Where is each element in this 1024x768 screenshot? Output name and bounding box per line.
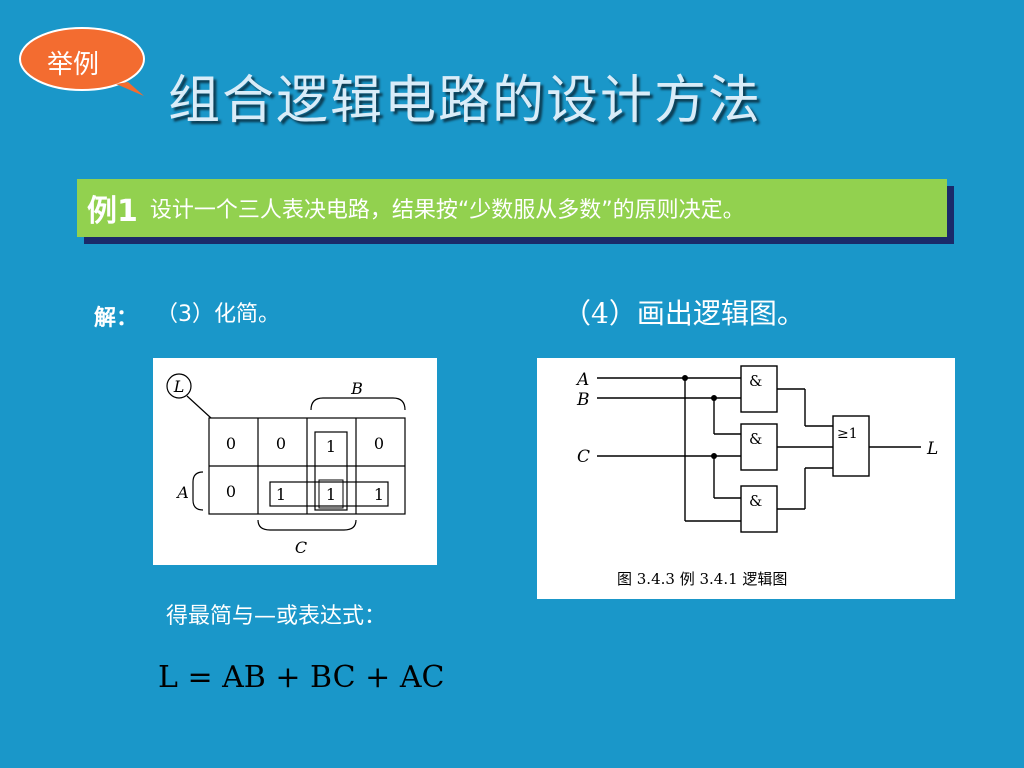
solution-label: 解： xyxy=(94,306,139,331)
kmap-label-b: B xyxy=(350,379,363,398)
example-banner: 例1 设计一个三人表决电路，结果按“少数服从多数”的原则决定。 xyxy=(77,179,947,237)
step4-heading: （4）画出逻辑图。 xyxy=(563,297,805,330)
kmap-cell: 1 xyxy=(276,485,286,504)
kmap-corner-label: L xyxy=(173,377,185,396)
output-l-label: L xyxy=(926,439,938,459)
page-title: 组合逻辑电路的设计方法 xyxy=(168,71,763,131)
karnaugh-map: L B 0 0 1 0 0 1 1 1 A C xyxy=(153,358,437,565)
badge-label: 举例 xyxy=(46,50,99,80)
example-badge xyxy=(16,26,146,96)
or-gate-label: ≥1 xyxy=(837,426,858,442)
input-a-label: A xyxy=(575,370,589,390)
kmap-cell: 0 xyxy=(374,434,384,453)
kmap-cell: 1 xyxy=(326,437,336,456)
badge-shape xyxy=(19,27,145,96)
and-gate-3-label: & xyxy=(749,492,762,510)
example-text: 设计一个三人表决电路，结果按“少数服从多数”的原则决定。 xyxy=(149,198,745,223)
kmap-cell: 0 xyxy=(226,482,236,501)
and-gate-2-label: & xyxy=(749,430,762,448)
kmap-cell: 0 xyxy=(276,434,286,453)
kmap-label-a: A xyxy=(175,483,189,502)
and-gate-1-label: & xyxy=(749,372,762,390)
diagram-caption: 图 3.4.3 例 3.4.1 逻辑图 xyxy=(617,570,787,588)
kmap-label-c: C xyxy=(295,538,307,557)
kmap-cell: 1 xyxy=(326,485,336,504)
input-b-label: B xyxy=(576,390,590,410)
logic-diagram: A B C L & & & ≥1 图 3.4.3 例 3.4.1 逻辑图 xyxy=(537,358,955,599)
kmap-cell: 0 xyxy=(226,434,236,453)
expression-label: 得最简与—或表达式： xyxy=(166,604,387,629)
kmap-cell: 1 xyxy=(374,485,384,504)
logic-diagram-figure: A B C L & & & ≥1 图 3.4.3 例 3.4.1 逻辑图 xyxy=(575,365,938,588)
example-number: 例1 xyxy=(87,194,138,229)
step3-heading: （3）化简。 xyxy=(156,302,280,327)
boolean-formula: L = AB + BC + AC xyxy=(158,660,445,695)
karnaugh-map-figure: L B 0 0 1 0 0 1 1 1 A C xyxy=(166,373,406,557)
input-c-label: C xyxy=(577,447,590,467)
